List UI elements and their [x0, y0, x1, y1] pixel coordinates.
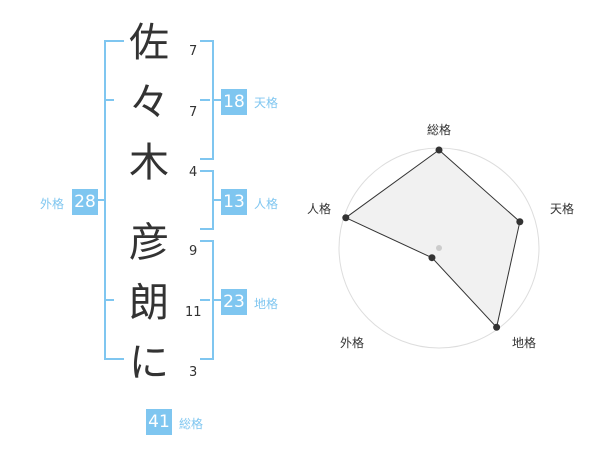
stroke-count-4: 9 [189, 244, 198, 259]
tenkaku-badge: 18 [221, 89, 247, 115]
jinkaku-badge: 13 [221, 189, 247, 215]
chikaku-label: 地格 [254, 297, 279, 311]
radar-label-soukaku: 総格 [426, 123, 451, 137]
gaikaku-tick [104, 299, 114, 301]
radar-center-dot [436, 245, 442, 251]
radar-label-chikaku: 地格 [511, 336, 536, 350]
jinkaku-connector [212, 199, 222, 201]
radar-points [342, 146, 524, 331]
jinkaku-label: 人格 [254, 197, 279, 211]
name-char-5: 朗 [129, 280, 169, 326]
radar-polygon [344, 149, 521, 329]
gaikaku-badge: 28 [72, 189, 98, 215]
name-char-2: 々 [129, 80, 169, 126]
radar-label-jinkaku: 人格 [306, 202, 331, 216]
name-char-4: 彦 [129, 220, 169, 266]
name-char-6: に [129, 340, 169, 386]
radar-point [342, 214, 350, 222]
tenkaku-tick [200, 99, 210, 101]
stroke-count-1: 7 [189, 44, 198, 59]
gaikaku-label: 外格 [40, 197, 65, 211]
chikaku-connector [212, 299, 222, 301]
radar-point [493, 323, 501, 331]
chikaku-badge: 23 [221, 289, 247, 315]
soukaku-label: 総格 [179, 417, 204, 431]
tenkaku-label: 天格 [254, 96, 279, 110]
radar-label-gaikaku: 外格 [339, 336, 364, 350]
radar-point [428, 254, 436, 262]
radar-point [516, 218, 524, 226]
stroke-count-5: 11 [185, 305, 202, 320]
gaikaku-connector [94, 199, 104, 201]
soukaku-badge: 41 [146, 409, 172, 435]
tenkaku-connector [212, 99, 222, 101]
stroke-count-3: 4 [189, 165, 198, 180]
gaikaku-tick [104, 99, 114, 101]
radar-point [435, 146, 443, 154]
name-char-1: 佐 [129, 20, 169, 66]
gaikaku-bracket [104, 40, 124, 360]
name-char-3: 木 [129, 140, 169, 186]
radar-label-tenkaku: 天格 [549, 202, 574, 216]
stroke-count-2: 7 [189, 105, 198, 120]
stroke-count-6: 3 [189, 365, 198, 380]
chikaku-tick [200, 299, 210, 301]
